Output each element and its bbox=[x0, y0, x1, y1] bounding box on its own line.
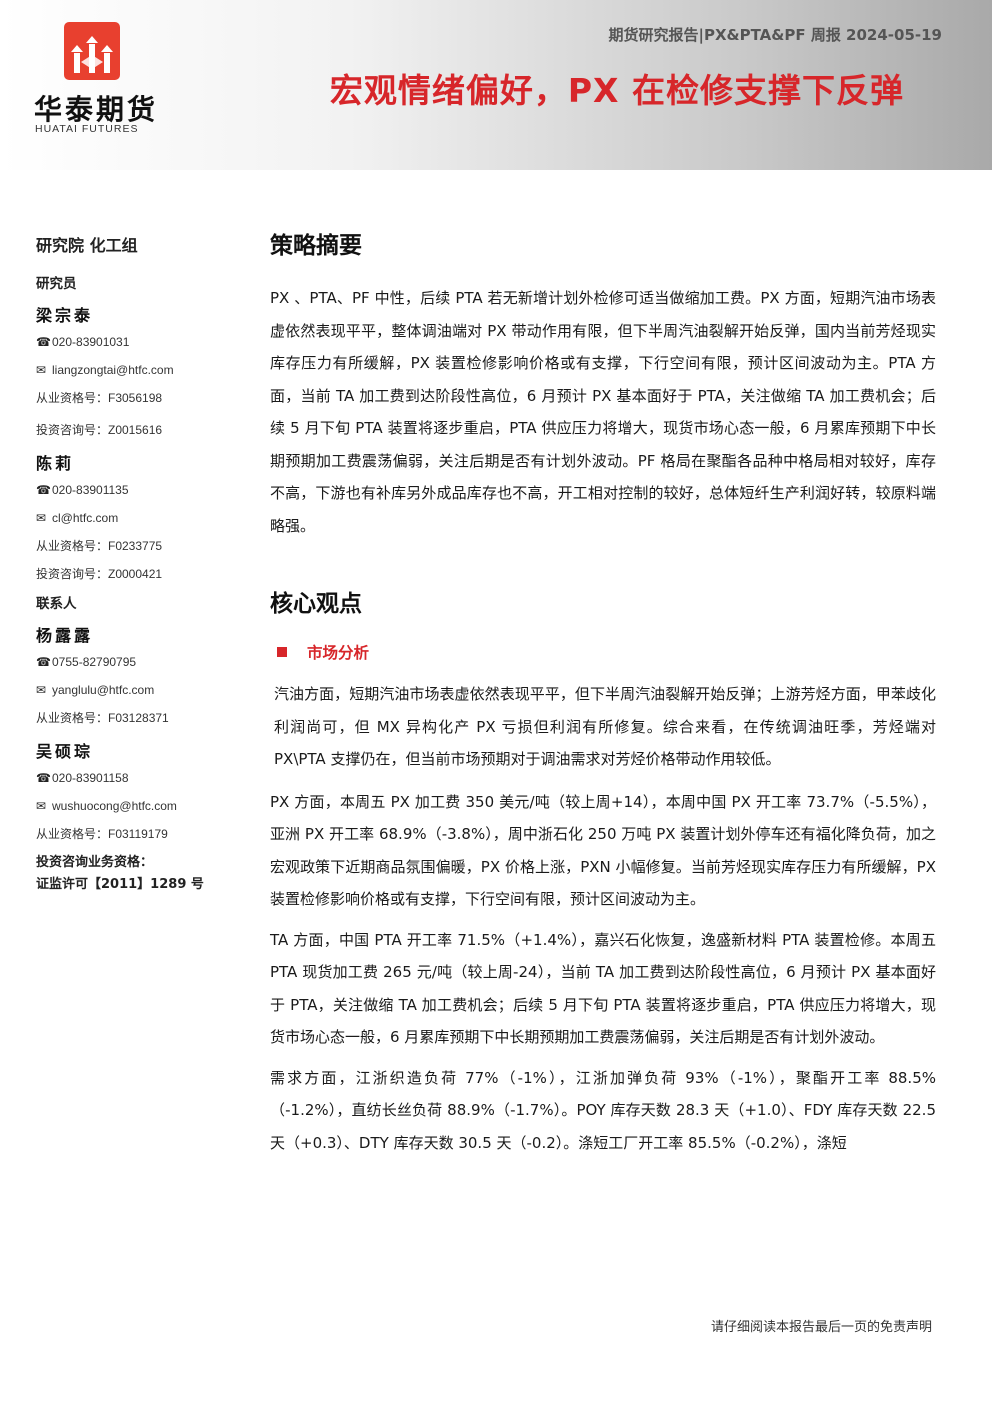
phone-icon: ☎ bbox=[36, 655, 51, 669]
analyst-name: 梁宗泰 bbox=[36, 306, 94, 325]
market-analysis-label: 市场分析 bbox=[307, 644, 370, 662]
email-line: ✉ liangzongtai@htfc.com bbox=[36, 356, 236, 384]
phone-number: 0755-82790795 bbox=[52, 655, 137, 669]
phone-icon: ☎ bbox=[36, 771, 51, 785]
analysis-paragraph-gasoline: 汽油方面，短期汽油市场表虚依然表现平平，但下半周汽油裂解开始反弹；上游芳烃方面，… bbox=[274, 685, 936, 768]
email-line: ✉ wushuocong@htfc.com bbox=[36, 792, 236, 820]
researcher-label: 研究员 bbox=[36, 276, 77, 292]
email-link[interactable]: wushuocong@htfc.com bbox=[52, 799, 177, 813]
company-logo: 华泰期货 HUATAI FUTURES bbox=[34, 22, 164, 142]
email-link[interactable]: liangzongtai@htfc.com bbox=[52, 363, 174, 377]
contact-label: 联系人 bbox=[36, 596, 77, 612]
qualification-number: 从业资格号：F03119179 bbox=[36, 827, 168, 841]
researcher-card: 陈莉 ☎020-83901135 ✉ cl@htfc.com 从业资格号：F023… bbox=[36, 450, 236, 588]
analysis-paragraph-px: PX 方面，本周五 PX 加工费 350 美元/吨（较上周+14），本周中国 P… bbox=[270, 792, 936, 909]
summary-heading: 策略摘要 bbox=[270, 233, 362, 259]
phone-icon: ☎ bbox=[36, 483, 51, 497]
huatai-logo-icon bbox=[64, 22, 120, 80]
contact-name: 杨露露 bbox=[36, 626, 94, 645]
analyst-name: 陈莉 bbox=[36, 454, 75, 473]
summary-paragraph: PX 、PTA、PF 中性，后续 PTA 若无新增计划外检修可适当做缩加工费。P… bbox=[270, 289, 936, 535]
phone-number: 020-83901158 bbox=[52, 771, 129, 785]
contact-name: 吴硕琮 bbox=[36, 742, 94, 761]
analyst-sidebar: 研究院 化工组 研究员 梁宗泰 ☎020-83901031 ✉liangzong… bbox=[36, 232, 236, 896]
email-line: ✉ cl@htfc.com bbox=[36, 504, 236, 532]
main-content: 策略摘要 PX 、PTA、PF 中性，后续 PTA 若无新增计划外检修可适当做缩… bbox=[270, 226, 936, 1159]
phone-number: 020-83901031 bbox=[52, 335, 130, 349]
report-tag: 期货研究报告|PX&PTA&PF 周报 2024-05-19 bbox=[608, 26, 942, 44]
license-number: 证监许可【2011】1289 号 bbox=[36, 877, 204, 892]
brand-name-cn: 华泰期货 bbox=[34, 93, 159, 126]
market-analysis-subheading: 市场分析 bbox=[270, 634, 936, 670]
email-link[interactable]: cl@htfc.com bbox=[52, 511, 119, 525]
department: 研究院 化工组 bbox=[36, 236, 138, 255]
brand-name-en: HUATAI FUTURES bbox=[35, 123, 139, 135]
disclaimer-footer: 请仔细阅读本报告最后一页的免责声明 bbox=[710, 1320, 932, 1335]
report-title: 宏观情绪偏好，PX 在检修支撑下反弹 bbox=[329, 71, 904, 110]
report-header: 华泰期货 HUATAI FUTURES 期货研究报告|PX&PTA&PF 周报 … bbox=[0, 0, 992, 170]
analysis-paragraph-ta: TA 方面，中国 PTA 开工率 71.5%（+1.4%），嘉兴石化恢复，逸盛新… bbox=[270, 930, 936, 1047]
mail-icon: ✉ bbox=[36, 799, 47, 813]
researcher-card: 梁宗泰 ☎020-83901031 ✉ liangzongtai@htfc.com… bbox=[36, 302, 236, 444]
phone-number: 020-83901135 bbox=[52, 483, 129, 497]
qualification-number: 从业资格号：F0233775 bbox=[36, 539, 163, 553]
qualification-number: 从业资格号：F03128371 bbox=[36, 711, 169, 725]
qualification-number: 从业资格号：F3056198 bbox=[36, 391, 163, 405]
investment-advisory-number: 投资咨询号：Z0015616 bbox=[36, 423, 163, 437]
mail-icon: ✉ bbox=[36, 511, 47, 525]
analysis-paragraph-demand: 需求方面，江浙织造负荷 77%（-1%），江浙加弹负荷 93%（-1%），聚酯开… bbox=[270, 1068, 936, 1152]
phone-line: ☎020-83901135 bbox=[36, 476, 236, 504]
mail-icon: ✉ bbox=[36, 363, 47, 377]
email-link[interactable]: yanglulu@htfc.com bbox=[52, 683, 155, 697]
bullet-square-icon bbox=[277, 647, 287, 657]
contact-card: 吴硕琮 ☎020-83901158 ✉ wushuocong@htfc.com 从… bbox=[36, 738, 236, 848]
contact-card: 杨露露 ☎0755-82790795 ✉ yanglulu@htfc.com 从业… bbox=[36, 622, 236, 732]
mail-icon: ✉ bbox=[36, 683, 47, 697]
phone-line: ☎0755-82790795 bbox=[36, 648, 236, 676]
phone-line: ☎020-83901158 bbox=[36, 764, 236, 792]
investment-advisory-number: 投资咨询号：Z0000421 bbox=[36, 567, 163, 581]
phone-icon: ☎ bbox=[36, 335, 51, 349]
license-heading: 投资咨询业务资格： bbox=[36, 855, 154, 870]
phone-line: ☎020-83901031 bbox=[36, 328, 236, 356]
email-line: ✉ yanglulu@htfc.com bbox=[36, 676, 236, 704]
core-view-heading: 核心观点 bbox=[270, 591, 362, 617]
